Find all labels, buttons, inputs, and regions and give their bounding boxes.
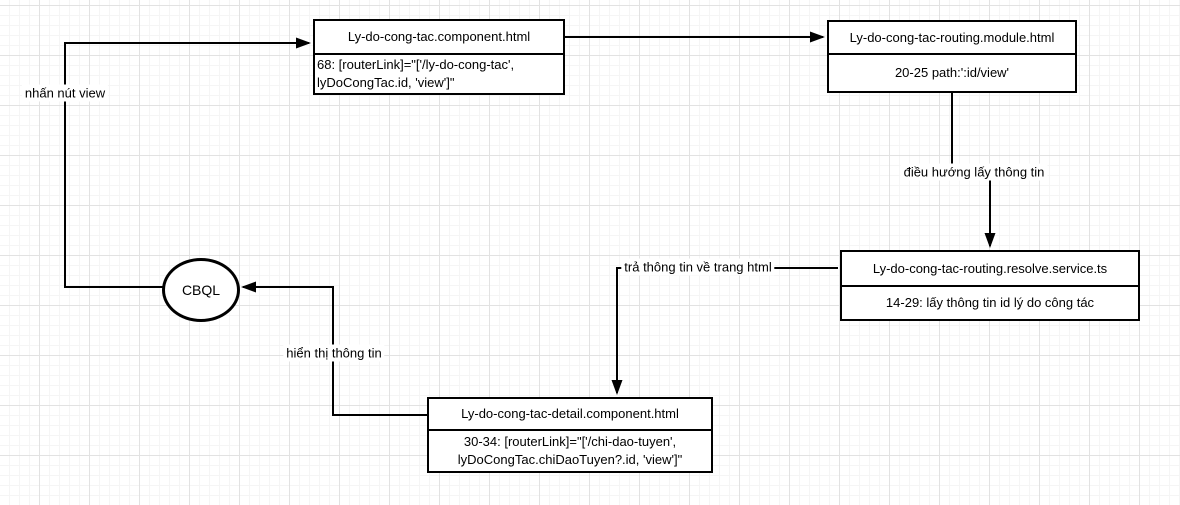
edge-label-navigate[interactable]: điều hướng lấy thông tin	[900, 163, 1048, 181]
node-detail-component[interactable]: Ly-do-cong-tac-detail.component.html 30-…	[427, 397, 713, 473]
node-ly-do-cong-tac-component[interactable]: Ly-do-cong-tac.component.html 68: [route…	[313, 19, 565, 95]
node-body: 14-29: lấy thông tin id lý do công tác	[885, 295, 1095, 311]
node-body: 30-34: [routerLink]="['/chi-dao-tuyen', …	[457, 434, 683, 467]
node-actor-cbql[interactable]: CBQL	[162, 258, 240, 322]
actor-label: CBQL	[181, 282, 221, 298]
edge-label-click-view[interactable]: nhấn nút view	[21, 84, 109, 102]
node-routing-module[interactable]: Ly-do-cong-tac-routing.module.html 20-25…	[827, 20, 1077, 93]
node-title: Ly-do-cong-tac-detail.component.html	[429, 399, 711, 431]
node-title: Ly-do-cong-tac-routing.resolve.service.t…	[842, 252, 1138, 287]
edge-label-display-info[interactable]: hiển thị thông tin	[283, 344, 385, 362]
node-body: 68: [routerLink]="['/ly-do-cong-tac', ly…	[317, 57, 515, 90]
node-title: Ly-do-cong-tac-routing.module.html	[829, 22, 1075, 55]
edge-actor-to-component	[64, 37, 311, 288]
node-body: 20-25 path:':id/view'	[894, 65, 1010, 81]
edge-resolver-to-detail	[611, 267, 838, 395]
node-resolve-service[interactable]: Ly-do-cong-tac-routing.resolve.service.t…	[840, 250, 1140, 321]
node-title: Ly-do-cong-tac.component.html	[315, 21, 563, 55]
edge-label-return-info[interactable]: trả thông tin về trang html	[621, 258, 775, 276]
